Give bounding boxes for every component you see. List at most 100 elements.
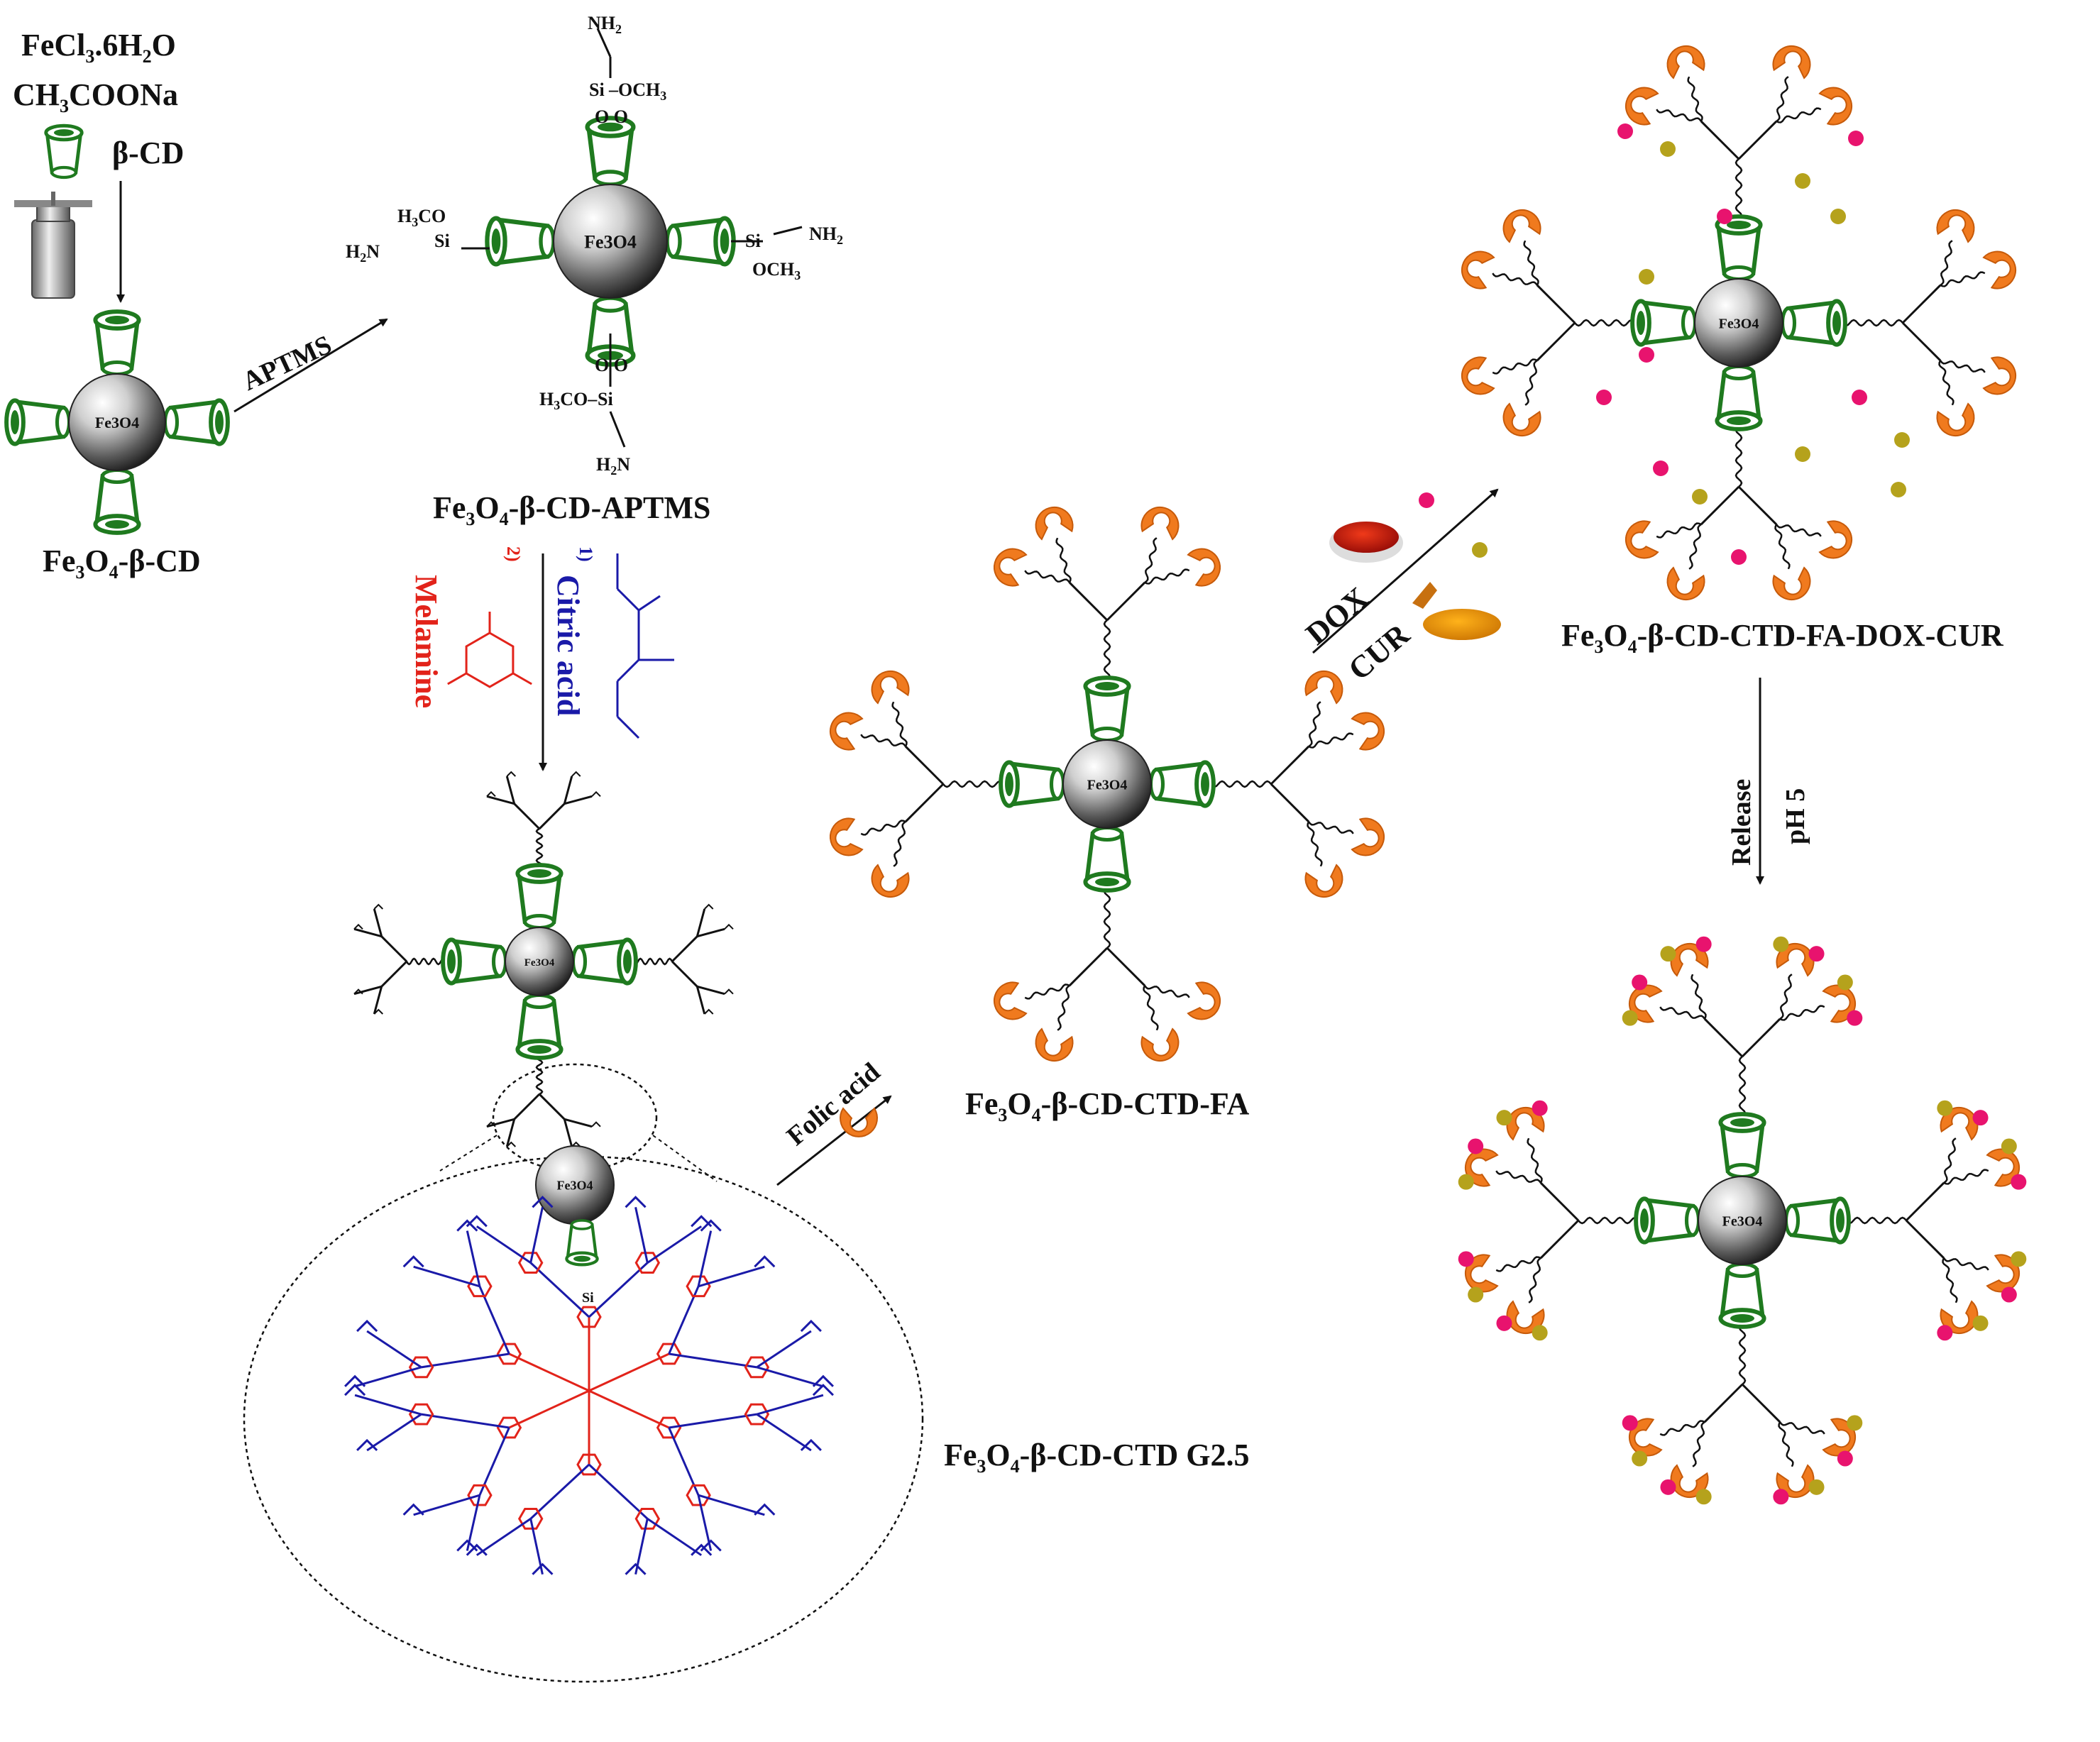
bond-line <box>373 908 383 937</box>
bond-line <box>1270 745 1310 785</box>
linker-chain <box>1692 1421 1705 1467</box>
linker-chain <box>1687 76 1703 122</box>
folate-icon <box>1304 670 1343 705</box>
chain-end <box>571 1141 581 1147</box>
arrow-group <box>116 181 1764 1186</box>
reagent-ch3coona: CH3COONa <box>13 77 178 116</box>
step-1-label: 1) <box>576 546 596 562</box>
folate-icon <box>871 864 910 898</box>
folate-icon <box>1304 864 1343 898</box>
carboxyl-group <box>402 1255 424 1268</box>
linker-chain <box>1523 240 1539 286</box>
cyclodextrin-icon <box>93 309 141 377</box>
folate-icon <box>1502 209 1541 243</box>
folate-icon <box>1351 817 1385 856</box>
dox-molecule <box>1419 492 1434 508</box>
bond-line <box>563 776 573 805</box>
dox-molecule <box>1695 936 1712 952</box>
cyclodextrin-icon <box>1083 676 1131 743</box>
cyclodextrin-icon <box>565 1219 599 1267</box>
chain-end <box>353 923 363 930</box>
cur-molecule <box>1532 1325 1548 1341</box>
dendron-bond <box>698 1265 765 1288</box>
dox-molecule <box>1458 1251 1474 1267</box>
fe3o4-core <box>1698 1176 1787 1265</box>
zoom-circle-large <box>243 1155 924 1683</box>
carboxyl-group <box>466 1543 488 1556</box>
linker-chain <box>1656 109 1702 122</box>
chem-oo-top: O O <box>595 106 628 127</box>
folate-icon <box>871 670 910 705</box>
chain-end <box>591 790 601 797</box>
bond-line <box>538 1093 566 1120</box>
dox-molecule <box>1468 1138 1484 1154</box>
functionalized-nanoparticle: Fe3O4 <box>1461 45 2017 601</box>
carboxyl-group <box>532 1562 554 1575</box>
cur-molecule <box>1808 1479 1825 1495</box>
autoclave-icon <box>14 192 92 299</box>
dendron-bond <box>669 1413 757 1429</box>
linker-chain <box>1659 1006 1705 1020</box>
folate-icon <box>1772 566 1811 601</box>
linker-chain <box>535 1054 544 1096</box>
linker-chain <box>1656 522 1702 539</box>
linker-chain <box>405 957 447 966</box>
dendron-bond <box>756 1413 812 1452</box>
bond-line <box>1905 1219 1945 1259</box>
bond-line <box>564 1118 593 1128</box>
bond-line <box>1901 284 1942 324</box>
reagent-fecl3: FeCl3.6H2O <box>21 28 176 67</box>
triazine-ring <box>517 1508 544 1530</box>
linker-chain <box>1943 1137 1957 1184</box>
dox-molecule <box>1847 1010 1863 1026</box>
carboxyl-group <box>754 1503 776 1516</box>
dox-molecule <box>1632 974 1648 991</box>
bond-line <box>904 745 945 785</box>
chem-h3co-bottom: H3CO– <box>539 389 598 413</box>
dendron-bond <box>668 1286 700 1355</box>
bond-line <box>1737 485 1778 526</box>
fe3o4-core-label: Fe3O4 <box>1719 316 1759 331</box>
folate-icon <box>1187 548 1221 587</box>
dox-molecule <box>1808 946 1825 962</box>
triazine-ring <box>744 1356 770 1379</box>
dox-molecule <box>1596 390 1612 405</box>
dendron-bond <box>478 1286 510 1355</box>
dendron-bond <box>366 1330 422 1369</box>
bond-line <box>513 803 541 830</box>
bond-line <box>1539 1181 1580 1222</box>
triazine-ring <box>517 1252 544 1274</box>
melamine-structure <box>447 612 532 688</box>
bond-line <box>538 803 566 830</box>
cyclodextrin-icon <box>585 116 636 187</box>
linker-chain <box>1492 358 1538 375</box>
linker-chain <box>1308 701 1321 747</box>
bond-line <box>380 935 408 963</box>
dendron-bond <box>669 1352 757 1369</box>
carboxyl-group <box>402 1503 424 1516</box>
bond-line <box>505 776 516 805</box>
linker-chain <box>860 734 906 747</box>
cur-molecule <box>1660 141 1676 157</box>
cur-molecule <box>2001 1138 2017 1154</box>
dox-molecule <box>1653 461 1669 476</box>
chain-end <box>506 771 516 777</box>
bond-line <box>1703 1018 1744 1058</box>
fe3o4-core-label: Fe3O4 <box>557 1179 593 1193</box>
linker-chain <box>891 701 908 747</box>
cyclodextrin-icon <box>571 937 638 986</box>
linker-chain <box>1778 1421 1794 1467</box>
dox-molecule <box>1717 209 1732 224</box>
triazine-ring <box>467 1484 493 1506</box>
linker-chain <box>1735 158 1743 220</box>
bond-line <box>1741 1383 1781 1423</box>
cur-molecule <box>1632 1450 1648 1467</box>
nanoparticle: Fe3O4 <box>485 116 736 367</box>
bond-line <box>1270 783 1310 823</box>
linker-chain <box>1210 780 1272 788</box>
cur-molecule <box>1639 269 1654 285</box>
folate-icon <box>1187 981 1221 1020</box>
melamine-label: Melamine <box>409 575 444 709</box>
fe3o4-core-label: Fe3O4 <box>95 414 139 431</box>
